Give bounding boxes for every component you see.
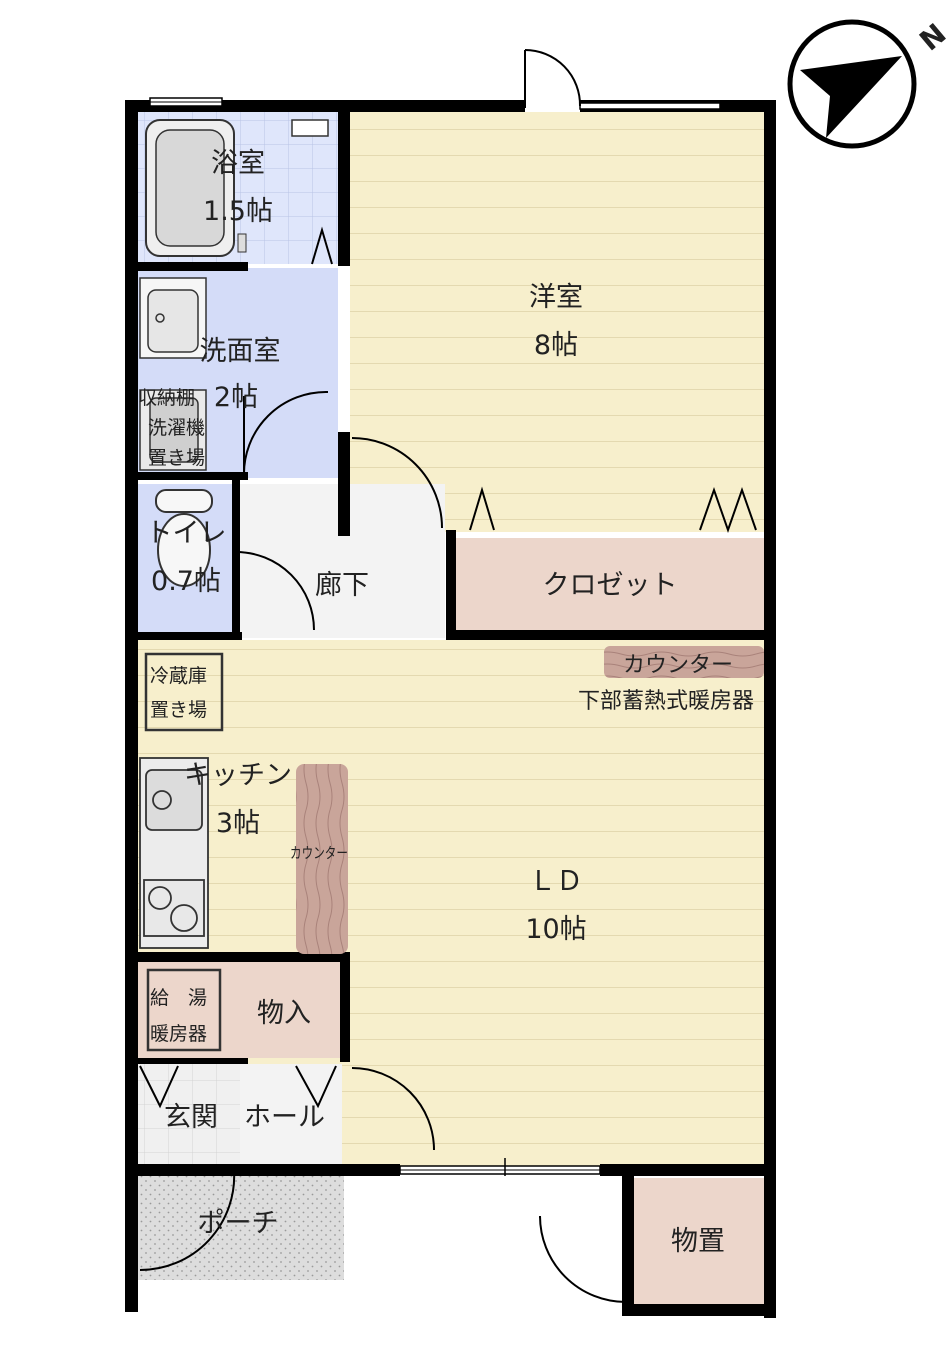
toilet-fixture [155,489,213,587]
shed-floor [634,1178,764,1304]
storage-floor [138,962,340,1058]
north-arrow-icon [800,56,902,138]
bathroom-name: 浴室 [211,148,265,179]
ld-size: 10帖 [525,914,586,945]
washroom-size: 2帖 [214,382,258,413]
water-heater-line1: 給 湯 [150,987,207,1009]
closet-floor [456,538,764,634]
compass: N [787,17,947,149]
water-heater-line2: 暖房器 [150,1023,207,1045]
ld-name: ＬＤ [529,866,583,897]
fridge-place-line1: 冷蔵庫 [150,665,207,687]
storage-label: 物入 [257,998,311,1029]
washer-place-line2: 置き場 [148,447,205,469]
walls [125,100,776,1318]
bathtub-fixture [145,119,329,257]
bathroom-size: 1.5帖 [203,196,273,227]
shed-label: 物置 [671,1226,725,1257]
kitchen-sink-fixture [139,757,209,949]
washbasin-fixture [139,277,207,471]
western-room-name: 洋室 [529,282,583,313]
hall-floor [240,1064,342,1164]
kitchen-counter-fixture [296,764,348,954]
hall-label: ホール [244,1102,325,1133]
compass-label: N [913,17,947,57]
entrance-floor [138,1064,240,1164]
water-heater-box [146,968,222,1052]
western-room-floor [350,112,764,532]
toilet-name: トイレ [146,518,227,549]
entrance-label: 玄関 [164,1102,218,1133]
porch-floor [138,1176,344,1280]
washroom-name: 洗面室 [200,336,281,367]
kitchen-size: 3帖 [216,808,260,839]
hallway-label: 廊下 [315,570,369,601]
doors [139,49,757,1303]
heater-label: 下部蓄熱式暖房器 [578,689,754,714]
fridge-place-line2: 置き場 [150,699,207,721]
western-room-size: 8帖 [534,330,578,361]
washer-place-line1: 洗濯機 [148,417,205,439]
porch-label: ポーチ [198,1208,279,1239]
fridge-box [144,652,224,732]
storage-shelf-label: 収納棚 [138,387,195,409]
toilet-size: 0.7帖 [151,566,221,597]
counter-top-label: カウンター [623,653,733,678]
kitchen-counter-label: カウンター [290,844,348,862]
windows [149,97,721,1176]
kitchen-name: キッチン [184,760,292,791]
counter-top-fixture [604,646,764,678]
closet-label: クロゼット [543,570,678,601]
